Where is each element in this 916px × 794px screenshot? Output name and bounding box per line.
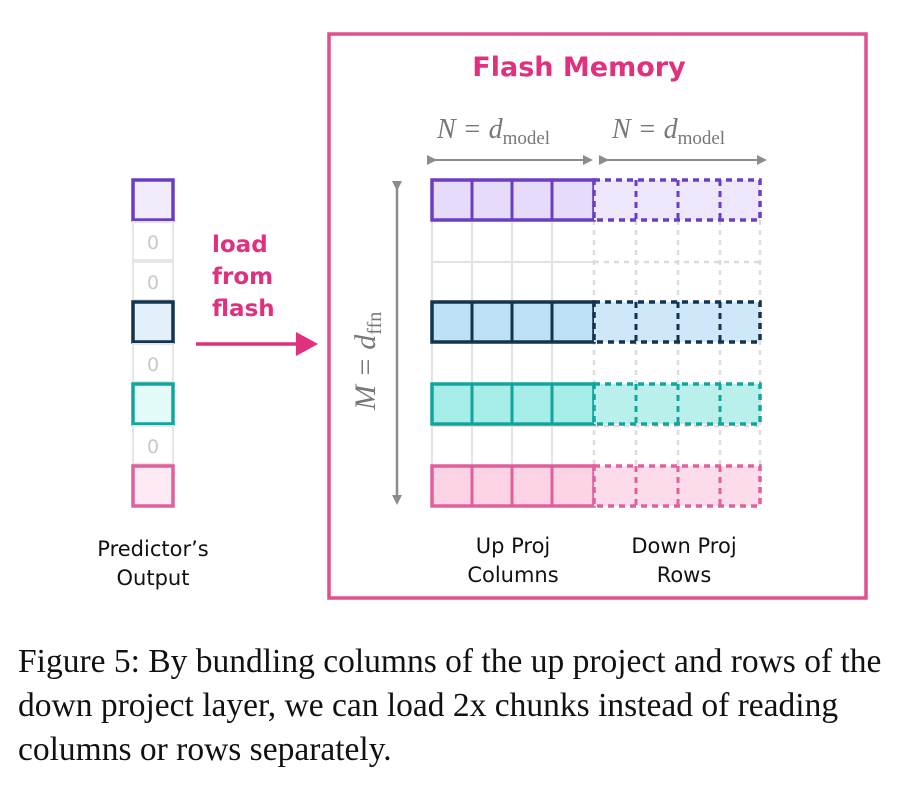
n-dmodel-label-up: N = dmodel xyxy=(436,114,550,149)
predictor-cell-purple xyxy=(131,178,175,222)
flash-memory-title: Flash Memory xyxy=(472,52,686,83)
predictor-label-2: Output xyxy=(117,566,190,590)
row-teal xyxy=(430,382,762,426)
load-arrow xyxy=(196,332,318,356)
up-proj-label: Up Proj xyxy=(476,534,551,558)
predictor-cell-navy xyxy=(131,300,175,344)
down-proj-label: Down Proj xyxy=(631,534,736,558)
flash-memory-diagram: 0 0 0 0 Predictor’s Output load from fla… xyxy=(97,32,868,600)
row-navy xyxy=(430,300,762,344)
load-from-flash-label-2: from xyxy=(212,264,273,290)
flash-memory-box xyxy=(327,32,868,600)
m-dffn-label: M = dffn xyxy=(349,312,386,411)
predictor-output-vector: 0 0 0 0 xyxy=(131,178,175,508)
up-proj-label-2: Columns xyxy=(467,563,558,587)
load-from-flash-label: load xyxy=(212,232,268,258)
load-from-flash-label-3: flash xyxy=(212,296,275,322)
predictor-zero: 0 xyxy=(147,232,159,254)
down-proj-label-2: Rows xyxy=(657,563,712,587)
predictor-zero: 0 xyxy=(147,354,159,376)
predictor-label: Predictor’s xyxy=(97,537,208,561)
n-dmodel-label-down: N = dmodel xyxy=(611,114,725,149)
predictor-zero: 0 xyxy=(147,272,159,294)
figure-caption: Figure 5: By bundling columns of the up … xyxy=(18,643,882,768)
predictor-cell-rose xyxy=(131,464,175,508)
row-purple xyxy=(430,178,762,222)
predictor-zero: 0 xyxy=(147,436,159,458)
row-rose xyxy=(430,464,762,508)
predictor-cell-teal xyxy=(131,382,175,426)
